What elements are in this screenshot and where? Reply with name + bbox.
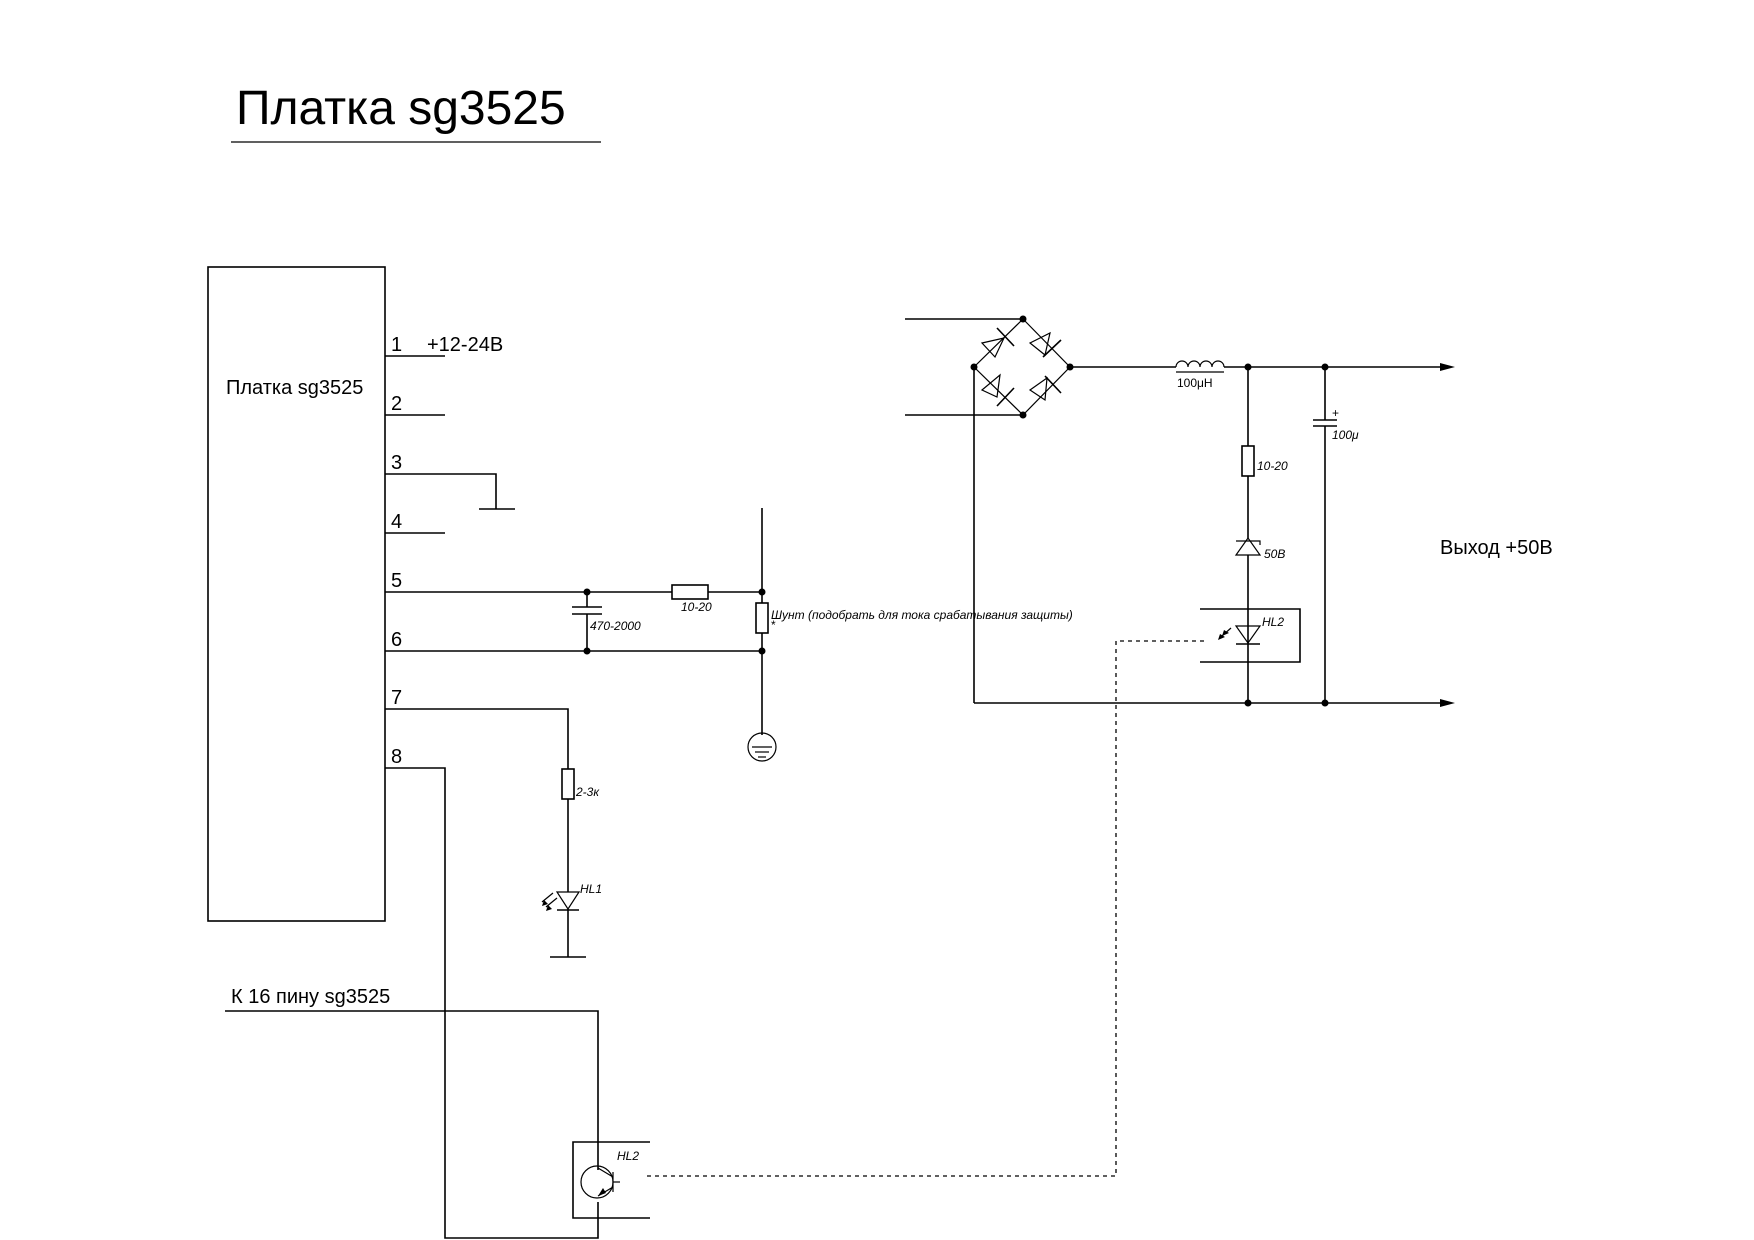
- pin-number: 5: [391, 570, 402, 592]
- page-title: Платка sg3525: [236, 82, 566, 135]
- diode-icon: [980, 373, 1015, 407]
- zener-branch: 10-20 50В: [1234, 367, 1288, 703]
- optocoupler-transistor: HL2: [572, 1141, 650, 1219]
- resistor-2-3k: 2-3к: [561, 768, 600, 892]
- board-box: [207, 266, 386, 922]
- pin-8: 8: [385, 746, 599, 1239]
- pin-number: 2: [391, 393, 402, 415]
- pin-5: 5: [385, 570, 762, 593]
- pin-3: 3: [385, 452, 515, 510]
- cap-value-label: 470-2000: [590, 619, 641, 633]
- shunt-resistor: Шунт (подобрать для тока срабатывания за…: [755, 508, 1073, 735]
- output-capacitor: + 100μ: [1313, 367, 1359, 703]
- diode-icon: [1028, 375, 1062, 402]
- pin-number: 6: [391, 629, 402, 651]
- resistor-value-label: 2-3к: [575, 785, 600, 799]
- earth-ground-icon: [747, 732, 777, 762]
- shunt-label: Шунт (подобрать для тока срабатывания за…: [771, 608, 1073, 622]
- diode-icon: [1028, 331, 1062, 358]
- shunt-mark: *: [771, 618, 776, 632]
- pin-7: 7: [385, 687, 569, 769]
- output-plus-arrow-icon: [1440, 363, 1455, 371]
- pin-number: 4: [391, 511, 402, 533]
- optocoupler-led: HL2: [1200, 608, 1301, 663]
- pin-number: 8: [391, 746, 402, 768]
- pin-2: 2: [385, 393, 445, 416]
- pin-number: 1: [391, 334, 402, 356]
- cap-plus-sign: +: [1332, 406, 1339, 420]
- board-label: Платка sg3525: [226, 377, 363, 399]
- output-label: Выход +50В: [1440, 537, 1553, 559]
- opto-frame: [1200, 608, 1301, 663]
- opto-frame: [572, 1141, 650, 1219]
- pin-number: 3: [391, 452, 402, 474]
- pin-4: 4: [385, 511, 445, 534]
- led-hl1-icon: HL1: [541, 882, 602, 958]
- inductor-icon: 100μH: [1175, 360, 1225, 390]
- resistor-value-label: 10-20: [1257, 459, 1288, 473]
- pin-number: 7: [391, 687, 402, 709]
- pin-1: 1 +12-24В: [385, 334, 503, 357]
- resistor-10-20: 10-20: [671, 584, 712, 614]
- pin16-wire: [225, 1010, 599, 1170]
- zener-label: 50В: [1264, 547, 1285, 561]
- opto-label: HL2: [617, 1149, 639, 1163]
- resistor-value-label: 10-20: [681, 600, 712, 614]
- inductor-label: 100μH: [1177, 376, 1213, 390]
- supply-label: +12-24В: [427, 334, 503, 356]
- pin-6: 6: [385, 629, 762, 652]
- bridge-rectifier: [905, 315, 1074, 419]
- optical-link: [647, 640, 1207, 1177]
- led-label: HL1: [580, 882, 602, 896]
- output-minus-arrow-icon: [1440, 699, 1455, 707]
- capacitor-470-2000: 470-2000: [572, 588, 641, 655]
- pin16-label: К 16 пину sg3525: [231, 986, 390, 1008]
- opto-label: HL2: [1262, 615, 1284, 629]
- diode-icon: [980, 327, 1015, 359]
- zener-diode-icon: [1234, 536, 1262, 556]
- cap-value-label: 100μ: [1332, 428, 1359, 442]
